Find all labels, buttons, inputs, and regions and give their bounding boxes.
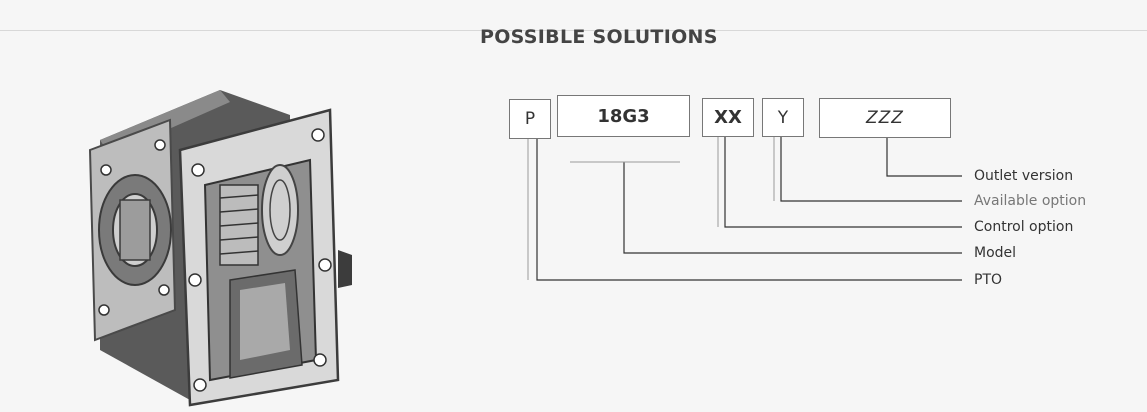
section-title: POSSIBLE SOLUTIONS: [480, 26, 718, 48]
leader-line-option: [780, 137, 962, 202]
leader-line-control: [724, 137, 962, 228]
label-available-option: Available option: [974, 193, 1087, 209]
code-box-p: P: [509, 99, 551, 139]
label-outlet-version: Outlet version: [974, 168, 1074, 184]
leader-line-outlet: [886, 138, 962, 177]
leader-line-pto: [536, 139, 962, 281]
code-box-option: Y: [762, 98, 804, 137]
pto-gearbox-image: [88, 90, 352, 407]
label-model: Model: [974, 245, 1017, 261]
code-box-model: 18G3: [557, 95, 690, 137]
code-box-control: XX: [702, 98, 754, 137]
top-divider: [0, 30, 1147, 31]
leader-line-model: [623, 162, 962, 254]
code-box-outlet: ZZZ: [819, 98, 951, 138]
label-control-option: Control option: [974, 219, 1074, 235]
label-pto: PTO: [974, 272, 1003, 288]
